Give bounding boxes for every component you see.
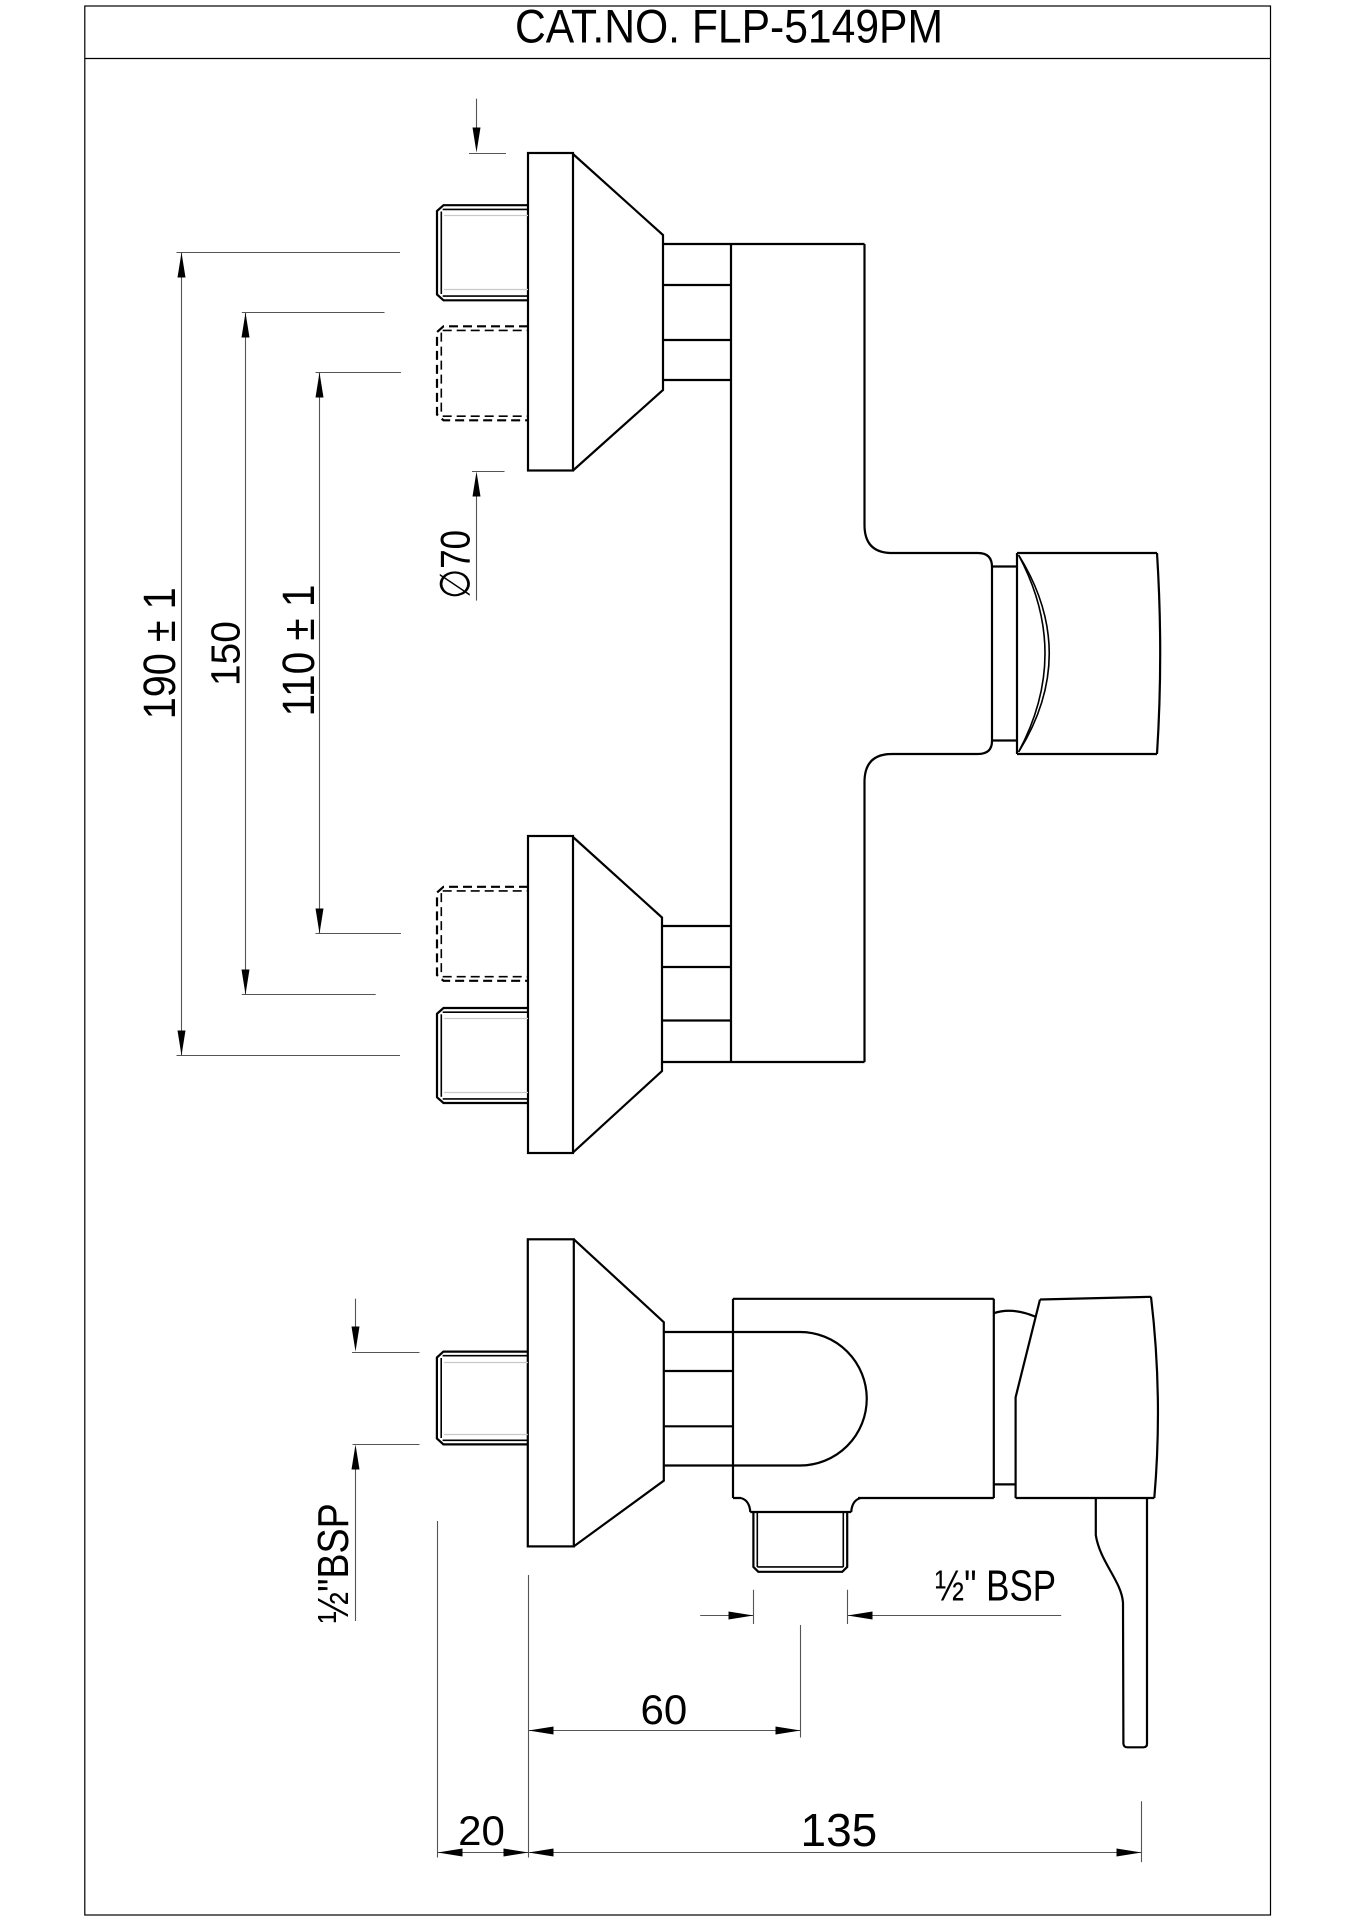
svg-text:CAT.NO. FLP-5149PM: CAT.NO. FLP-5149PM (515, 0, 943, 53)
svg-text:150: 150 (203, 621, 249, 686)
svg-text:60: 60 (641, 1686, 688, 1733)
svg-text:190 ± 1: 190 ± 1 (134, 587, 185, 719)
svg-text:∅70: ∅70 (432, 530, 479, 599)
svg-text:½" BSP: ½" BSP (935, 1562, 1056, 1611)
svg-text:135: 135 (801, 1804, 878, 1856)
svg-text:20: 20 (458, 1807, 505, 1854)
svg-text:½"BSP: ½"BSP (309, 1503, 358, 1623)
svg-text:110 ± 1: 110 ± 1 (273, 585, 324, 717)
